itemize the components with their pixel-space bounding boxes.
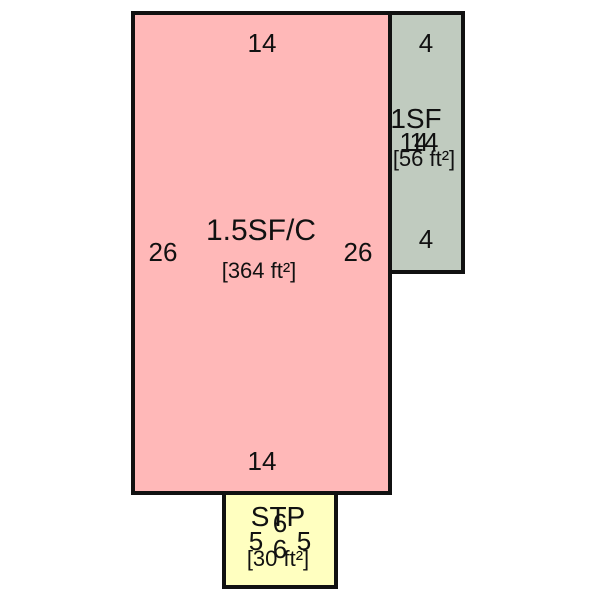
room-main-dim-left: 26: [149, 237, 178, 267]
room-stoop-dim-left: 5: [249, 526, 263, 556]
room-stoop-dim-top: 6: [273, 508, 287, 538]
room-main-area: [364 ft²]: [222, 258, 297, 283]
room-side-dim-left: 14: [400, 127, 429, 157]
room-stoop-shape: [222, 490, 338, 589]
room-stoop: STP 6 5 5 6 [30 ft²]: [222, 490, 338, 589]
room-main-dim-top: 14: [248, 28, 277, 58]
room-main-label: 1.5SF/C: [206, 214, 316, 247]
room-main-shape: [131, 11, 392, 495]
room-stoop-dim-bottom: 6: [273, 534, 287, 564]
room-side-dim-top: 4: [419, 28, 433, 58]
room-main: 14 14 26 26 1.5SF/C [364 ft²]: [131, 11, 392, 495]
room-stoop-area: [30 ft²]: [247, 546, 309, 571]
room-side-dim-right: 14: [410, 127, 439, 157]
room-main-dim-right: 26: [344, 237, 373, 267]
room-side-area: [56 ft²]: [393, 146, 455, 171]
room-stoop-label: STP: [251, 501, 305, 532]
room-main-dim-bottom: 14: [248, 446, 277, 476]
room-side-label: 1SF: [390, 103, 441, 134]
room-stoop-dim-right: 5: [297, 526, 311, 556]
room-side-dim-bottom: 4: [419, 224, 433, 254]
room-side: 4 4 14 14 1SF [56 ft²]: [388, 11, 465, 274]
